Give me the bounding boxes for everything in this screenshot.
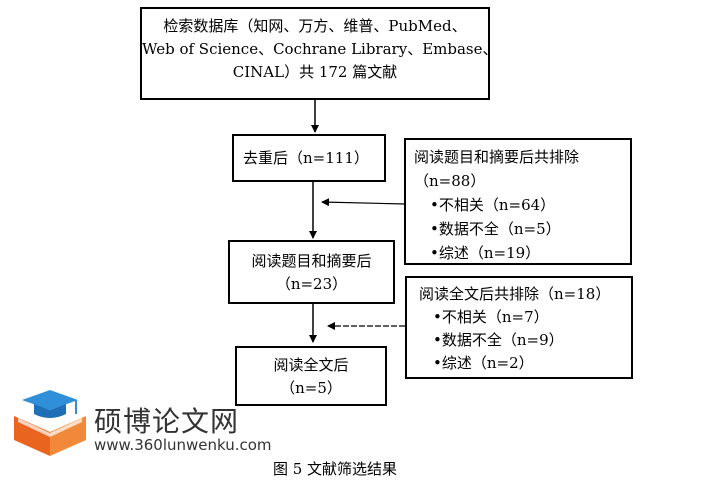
search-line-3: CINAL）共 172 篇文献 <box>232 63 398 81</box>
exclusion1-heading: 阅读题目和摘要后共排除 <box>414 148 580 166</box>
figure-caption: 图 5 文献筛选结果 <box>272 460 398 478</box>
search-line-1: 检索数据库（知网、万方、维普、PubMed、 <box>163 17 467 35</box>
watermark-url: www.360lunwenku.com <box>94 436 272 454</box>
box-full-text: 阅读全文后 （n=5） <box>235 346 387 406</box>
box-exclusion-abstract: 阅读题目和摘要后共排除 （n=88） •不相关（n=64） •数据不全（n=5）… <box>404 138 632 265</box>
search-line-2: Web of Science、Cochrane Library、Embase、 <box>142 40 498 58</box>
graduation-cap-book-icon <box>14 390 86 456</box>
abstract-label: 阅读题目和摘要后 <box>251 252 372 270</box>
exclusion1-item-review: •综述（n=19） <box>430 244 541 262</box>
exclusion2-heading: 阅读全文后共排除（n=18） <box>419 285 611 303</box>
watermark-name: 硕博论文网 <box>94 405 240 438</box>
fulltext-count: （n=5） <box>280 379 342 397</box>
fulltext-label: 阅读全文后 <box>273 356 349 374</box>
box-deduplicated: 去重后（n=111） <box>232 134 386 182</box>
abstract-count: （n=23） <box>275 275 348 293</box>
exclusion1-item-incomplete: •数据不全（n=5） <box>430 220 561 238</box>
exclusion2-item-incomplete: •数据不全（n=9） <box>433 331 564 349</box>
arrow-to-exclusion-1 <box>321 198 406 207</box>
box-database-search: 检索数据库（知网、万方、维普、PubMed、 Web of Science、Co… <box>140 7 498 100</box>
dedup-label: 去重后（n=111） <box>243 149 369 167</box>
box-exclusion-fulltext: 阅读全文后共排除（n=18） •不相关（n=7） •数据不全（n=9） •综述（… <box>405 276 633 379</box>
exclusion1-count: （n=88） <box>414 172 486 190</box>
exclusion2-item-irrelevant: •不相关（n=7） <box>433 308 549 326</box>
exclusion2-item-review: •综述（n=2） <box>433 354 534 372</box>
box-title-abstract: 阅读题目和摘要后 （n=23） <box>228 240 395 304</box>
exclusion1-item-irrelevant: •不相关（n=64） <box>430 196 556 214</box>
